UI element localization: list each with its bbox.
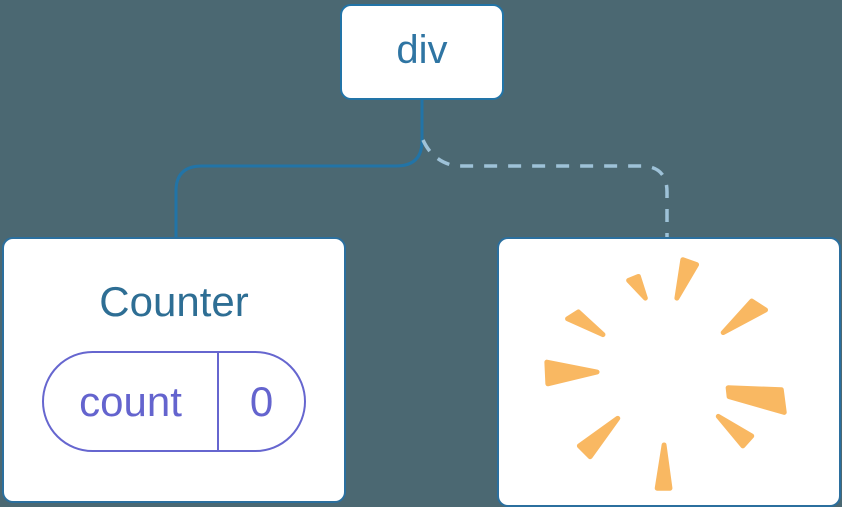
tree-node-div: div: [340, 4, 504, 100]
state-pill: count 0: [42, 351, 306, 452]
removed-component-card: [497, 237, 841, 507]
tree-node-div-label: div: [396, 28, 448, 72]
counter-title: Counter: [99, 278, 249, 325]
state-key-label: count: [44, 353, 219, 450]
counter-component-card: Counter count 0: [2, 237, 346, 503]
poof-icon: [544, 257, 787, 491]
connector-dashed-to-removed: [421, 139, 669, 239]
state-value: 0: [249, 377, 274, 425]
connector-solid-to-counter: [174, 100, 424, 239]
